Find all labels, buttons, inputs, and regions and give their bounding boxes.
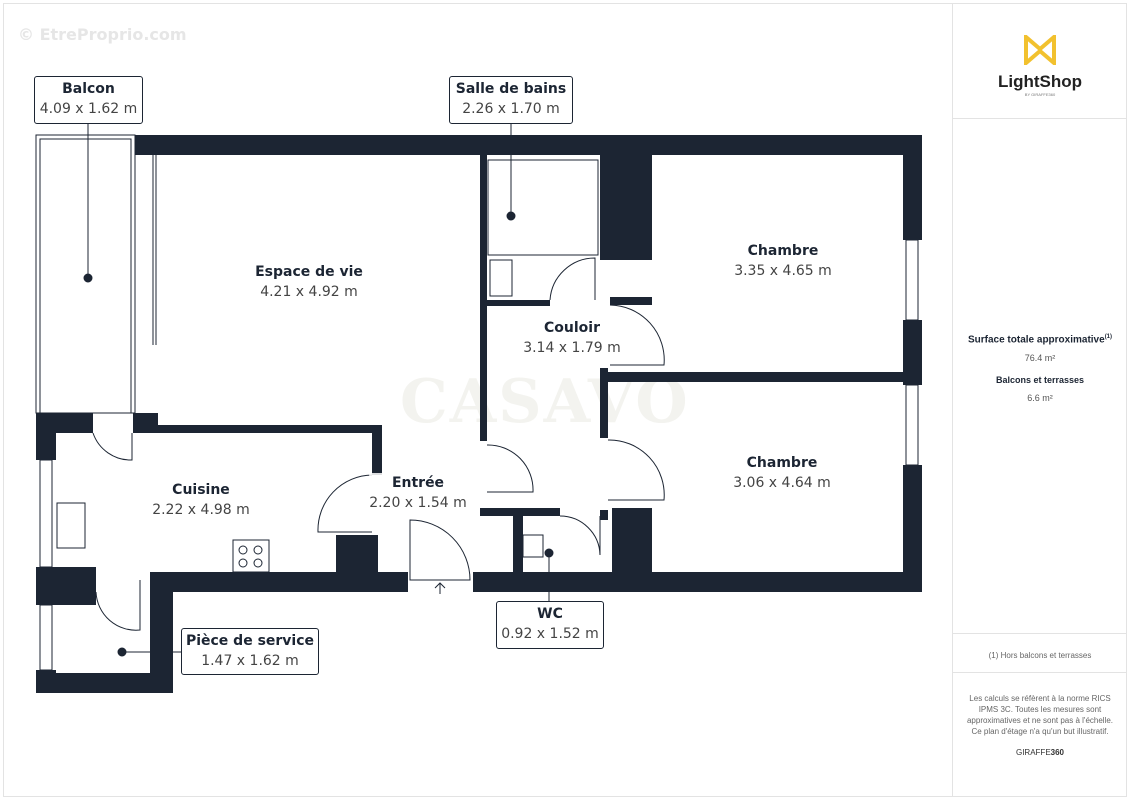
room-label-cuisine: Cuisine 2.22 x 4.98 m	[152, 480, 250, 520]
divider	[953, 118, 1127, 119]
surface-value: 76.4 m²	[1024, 353, 1056, 364]
divider	[953, 672, 1127, 673]
room-dims: 2.26 x 1.70 m	[462, 101, 560, 117]
surface-label: Surface totale approximative(1)	[967, 334, 1113, 346]
room-dims: 3.35 x 4.65 m	[734, 263, 832, 279]
room-dims: 4.09 x 1.62 m	[39, 101, 138, 117]
room-label-chambre-1: Chambre 3.35 x 4.65 m	[734, 241, 832, 281]
room-dims: 2.22 x 4.98 m	[152, 502, 250, 518]
surface-block: Surface totale approximative(1) 76.4 m² …	[959, 331, 1121, 410]
watermark: © EtreProprio.com	[18, 25, 187, 44]
room-name: Couloir	[544, 320, 600, 336]
room-label-wc: WC 0.92 x 1.52 m	[496, 601, 604, 649]
walls	[36, 135, 922, 693]
balcony-value: 6.6 m²	[1027, 393, 1053, 404]
disclaimer: Les calculs se réfèrent à la norme RICS …	[966, 694, 1114, 736]
leader-lines	[83, 124, 554, 657]
room-name: Chambre	[746, 455, 818, 471]
balcony-label: Balcons et terrasses	[995, 375, 1085, 386]
lightshop-logo: LightShop BY GIRAFFE360	[953, 32, 1127, 98]
room-dims: 4.21 x 4.92 m	[260, 284, 358, 300]
giraffe360-brand: GIRAFFE360	[1015, 748, 1065, 757]
room-label-chambre-2: Chambre 3.06 x 4.64 m	[733, 453, 831, 493]
room-name: Balcon	[62, 81, 115, 97]
room-dims: 1.47 x 1.62 m	[201, 653, 299, 669]
page-frame	[3, 3, 1127, 797]
room-name: Espace de vie	[255, 264, 363, 280]
room-name: WC	[537, 606, 563, 622]
divider	[953, 633, 1127, 634]
room-dims: 0.92 x 1.52 m	[501, 626, 599, 642]
logo-icon	[1024, 32, 1056, 68]
footnote: (1) Hors balcons et terrasses	[988, 651, 1092, 660]
room-name: Entrée	[391, 475, 445, 491]
room-label-balcon: Balcon 4.09 x 1.62 m	[34, 76, 143, 124]
logo-text: LightShop	[997, 72, 1083, 91]
room-label-espace-de-vie: Espace de vie 4.21 x 4.92 m	[255, 262, 363, 302]
room-name: Cuisine	[172, 482, 230, 498]
room-label-salle-de-bains: Salle de bains 2.26 x 1.70 m	[449, 76, 573, 124]
info-panel: LightShop BY GIRAFFE360 Surface totale a…	[952, 3, 1127, 797]
logo-subtext: BY GIRAFFE360	[1024, 92, 1056, 97]
room-label-piece-de-service: Pièce de service 1.47 x 1.62 m	[181, 628, 319, 675]
disclaimer-block: Les calculs se réfèrent à la norme RICS …	[965, 693, 1115, 764]
room-name: Chambre	[747, 243, 819, 259]
floor-plan	[35, 124, 922, 693]
room-name: Pièce de service	[185, 633, 315, 649]
room-dims: 3.06 x 4.64 m	[733, 475, 831, 491]
fixtures	[35, 134, 919, 671]
room-name: Salle de bains	[455, 81, 567, 97]
room-dims: 2.20 x 1.54 m	[369, 495, 467, 511]
room-label-couloir: Couloir 3.14 x 1.79 m	[523, 318, 621, 358]
room-label-entree: Entrée 2.20 x 1.54 m	[369, 473, 467, 513]
room-dims: 3.14 x 1.79 m	[523, 340, 621, 356]
